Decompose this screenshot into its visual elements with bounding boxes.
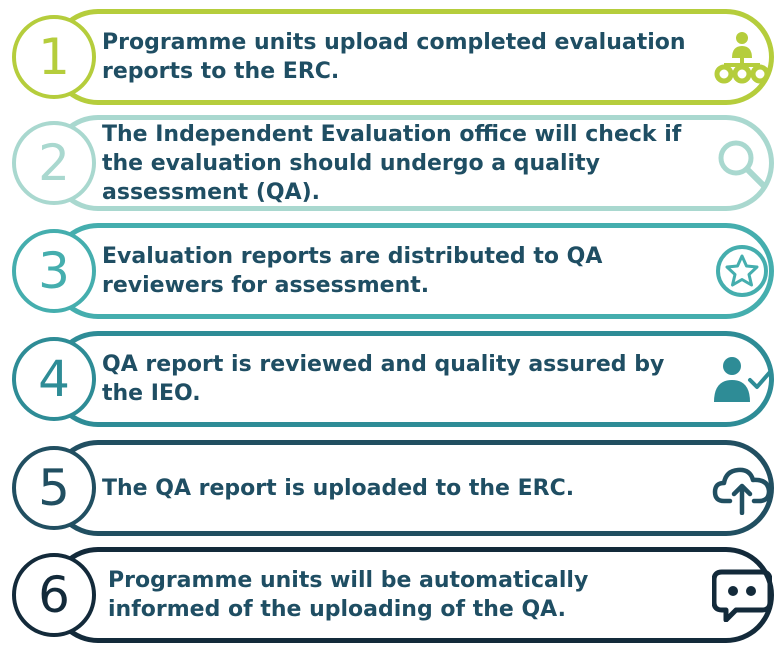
chat-bubble-icon: [712, 568, 772, 622]
magnifier-icon: [712, 136, 772, 190]
step-4-text: QA report is reviewed and quality assure…: [102, 352, 665, 406]
step-4-number-circle: 4: [12, 337, 96, 421]
step-2-number: 2: [38, 134, 70, 192]
step-5-text: The QA report is uploaded to the ERC.: [102, 475, 575, 501]
org-hierarchy-icon: [712, 30, 772, 84]
step-2-number-circle: 2: [12, 121, 96, 205]
step-1-banner: [50, 9, 774, 105]
step-6-number: 6: [38, 566, 70, 624]
step-4-banner: [50, 331, 774, 427]
step-6-text: Programme units will be automatically in…: [108, 568, 589, 622]
step-1-number: 1: [38, 28, 70, 86]
step-3: 3 Evaluation reports are distributed to …: [0, 214, 782, 328]
step-6-number-circle: 6: [12, 553, 96, 637]
step-3-banner: [50, 223, 774, 319]
cloud-upload-icon: [712, 461, 772, 515]
step-5-number: 5: [38, 459, 70, 517]
step-3-number-circle: 3: [12, 229, 96, 313]
step-1-text: Programme units upload completed evaluat…: [102, 30, 686, 84]
step-2-banner: [50, 115, 774, 211]
step-6: 6 Programme units will be automatically …: [0, 538, 782, 652]
star-badge-icon: [712, 244, 772, 298]
step-5-banner: [50, 440, 774, 536]
step-5: 5 The QA report is uploaded to the ERC.: [0, 431, 782, 545]
step-1-number-circle: 1: [12, 15, 96, 99]
user-check-icon: [712, 352, 772, 406]
step-3-text: Evaluation reports are distributed to QA…: [102, 244, 603, 298]
step-5-number-circle: 5: [12, 446, 96, 530]
step-2: 2 The Independent Evaluation office will…: [0, 106, 782, 220]
step-4-number: 4: [38, 350, 70, 408]
step-4: 4 QA report is reviewed and quality assu…: [0, 322, 782, 436]
step-1: 1 Programme units upload completed evalu…: [0, 0, 782, 114]
step-2-text: The Independent Evaluation office will c…: [102, 121, 682, 205]
step-3-number: 3: [38, 242, 70, 300]
